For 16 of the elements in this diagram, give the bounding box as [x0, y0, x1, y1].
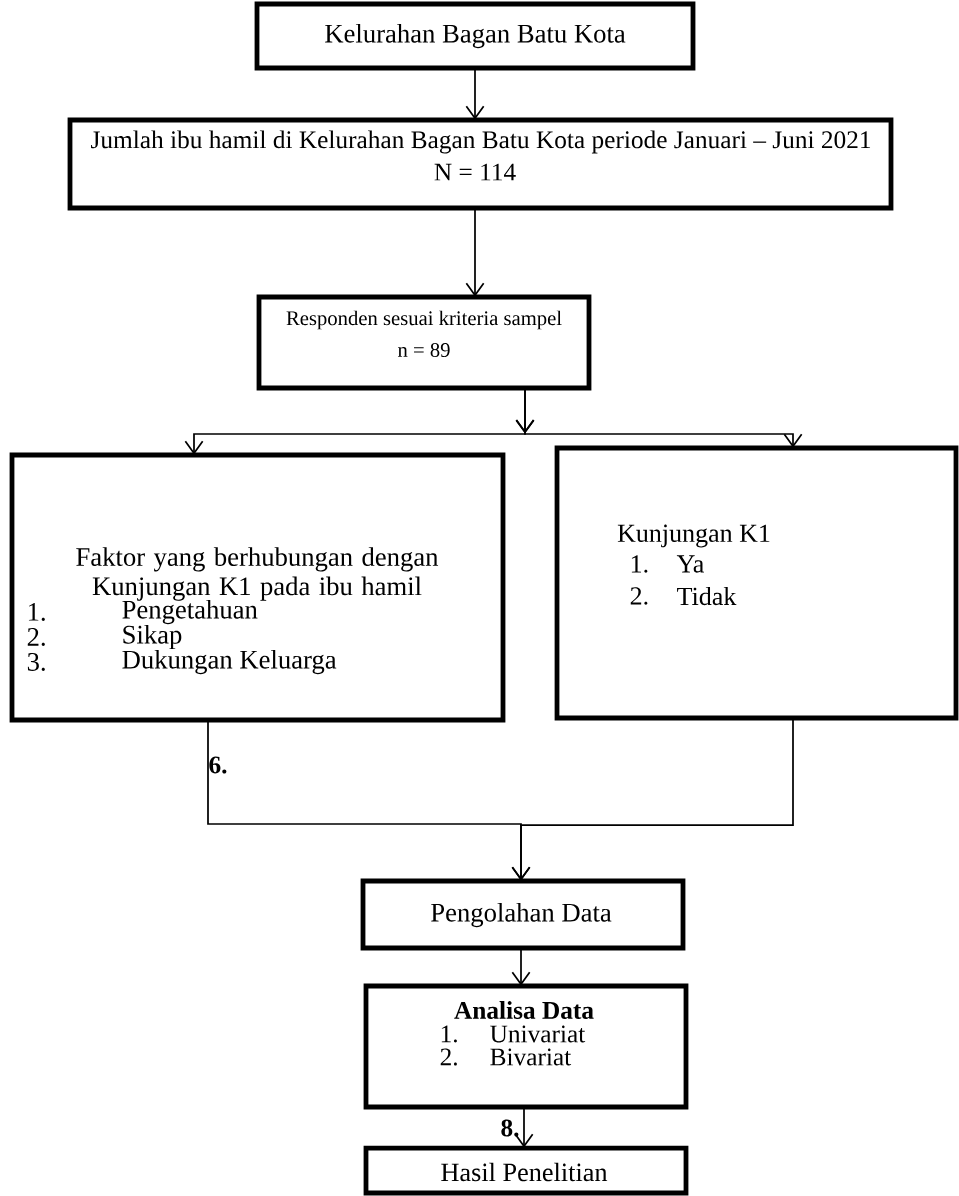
arrow — [511, 717, 794, 881]
arrow — [511, 947, 531, 986]
process-box: Responden sesuai kriteria sampel n = 89 — [256, 294, 592, 391]
process-box: Kelurahan Bagan Batu Kota — [254, 1, 696, 71]
process-box: Analisa Data 1. Univariat 2. Bivariat — [363, 983, 689, 1110]
step-number: 8. — [501, 1119, 519, 1137]
arrow — [465, 67, 485, 120]
arrow — [465, 207, 485, 297]
step-number: 6. — [209, 756, 227, 774]
process-box: Kunjungan K1 1. Ya 2. Tidak — [554, 445, 959, 721]
process-box: Pengolahan Data — [360, 878, 686, 951]
process-box: Faktor yang berhubungan dengan Kunjungan K1 pada ibu hamil 1. Pengetahuan 2. Sikap 3. Dukungan Keluarga — [9, 452, 506, 723]
arrow — [514, 1106, 534, 1148]
arrow — [515, 387, 803, 448]
process-box: Jumlah ibu hamil di Kelurahan Bagan Batu Kota periode Januari – Juni 2021 N = 114 — [67, 117, 894, 211]
process-box: Hasil Penelitian — [363, 1145, 689, 1196]
